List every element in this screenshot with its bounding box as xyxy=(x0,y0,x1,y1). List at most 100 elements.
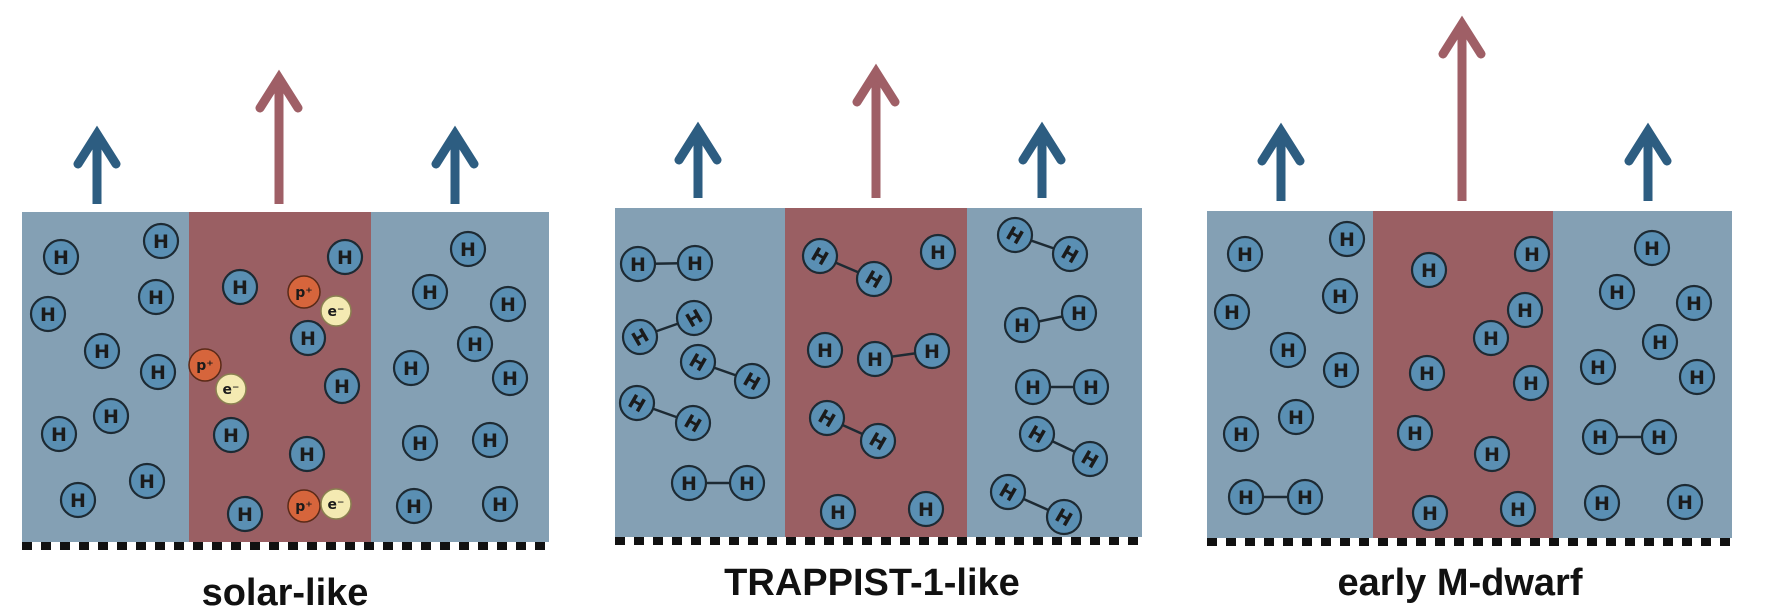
hydrogen-atom: H xyxy=(1410,251,1448,289)
svg-text:H: H xyxy=(1224,302,1240,324)
svg-text:H: H xyxy=(1483,328,1499,350)
svg-text:H: H xyxy=(70,490,86,512)
hydrogen-atom: H xyxy=(471,421,509,459)
proton: p⁺ xyxy=(188,348,222,382)
svg-text:H: H xyxy=(334,376,350,398)
ionized-escape-arrow xyxy=(852,63,900,198)
svg-text:H: H xyxy=(94,341,110,363)
ionized-escape-arrow xyxy=(1438,15,1486,201)
svg-text:H: H xyxy=(1510,499,1526,521)
hydrogen-atom: H xyxy=(907,490,945,528)
hydrogen-atom: H xyxy=(675,299,713,337)
svg-text:H: H xyxy=(1280,340,1296,362)
svg-text:H: H xyxy=(1689,367,1705,389)
svg-text:H: H xyxy=(1594,493,1610,515)
hydrogen-atom: H xyxy=(323,367,361,405)
panel-label-solar-like: solar-like xyxy=(201,572,369,614)
svg-text:H: H xyxy=(40,304,56,326)
svg-text:H: H xyxy=(1297,487,1313,509)
svg-text:H: H xyxy=(1407,423,1423,445)
hydrogen-molecule: HH xyxy=(808,399,897,460)
hydrogen-atom: H xyxy=(1598,273,1636,311)
hydrogen-atom: H xyxy=(1060,294,1098,332)
svg-text:H: H xyxy=(930,242,946,264)
hydrogen-molecule: HH xyxy=(621,299,713,356)
electron: e⁻ xyxy=(215,373,247,405)
hydrogen-atom: H xyxy=(989,473,1027,511)
svg-text:H: H xyxy=(337,247,353,269)
hydrogen-atom: H xyxy=(392,349,430,387)
svg-text:H: H xyxy=(403,358,419,380)
hydrogen-atom: H xyxy=(1581,418,1619,456)
hydrogen-molecule: HH xyxy=(618,384,712,442)
hydrogen-atom: H xyxy=(481,485,519,523)
hydrogen-atom: H xyxy=(733,362,771,400)
hydrogen-molecule: HH xyxy=(1003,294,1098,344)
svg-text:H: H xyxy=(1609,282,1625,304)
hydrogen-atom: H xyxy=(996,216,1034,254)
hydrogen-atom: H xyxy=(676,244,714,282)
hydrogen-atom: H xyxy=(913,332,951,370)
svg-text:H: H xyxy=(148,287,164,309)
svg-text:H: H xyxy=(300,328,316,350)
neutral-escape-arrow xyxy=(431,125,479,204)
hydrogen-atom: H xyxy=(59,481,97,519)
hydrogen-atom: H xyxy=(221,268,259,306)
hydrogen-atom: H xyxy=(128,462,166,500)
electron: e⁻ xyxy=(320,295,352,327)
hydrogen-atom: H xyxy=(1513,235,1551,273)
hydrogen-atom: H xyxy=(621,318,659,356)
hydrogen-atom: H xyxy=(1633,229,1671,267)
electron: e⁻ xyxy=(320,488,352,520)
svg-text:H: H xyxy=(460,239,476,261)
hydrogen-atom: H xyxy=(289,319,327,357)
svg-text:H: H xyxy=(223,425,239,447)
hydrogen-atom: H xyxy=(326,238,364,276)
svg-text:H: H xyxy=(1651,427,1667,449)
svg-text:H: H xyxy=(139,471,155,493)
svg-text:H: H xyxy=(918,499,934,521)
svg-text:H: H xyxy=(739,473,755,495)
hydrogen-atom: H xyxy=(288,435,326,473)
svg-text:H: H xyxy=(630,254,646,276)
hydrogen-atom: H xyxy=(1321,277,1359,315)
hydrogen-atom: H xyxy=(1472,319,1510,357)
ionized-escape-arrow xyxy=(255,69,303,204)
hydrogen-atom: H xyxy=(212,416,250,454)
svg-text:H: H xyxy=(1422,503,1438,525)
hydrogen-atom: H xyxy=(40,415,78,453)
hydrogen-atom: H xyxy=(859,422,897,460)
svg-text:H: H xyxy=(412,433,428,455)
svg-text:H: H xyxy=(1421,260,1437,282)
hydrogen-atom: H xyxy=(801,237,839,275)
hydrogen-atom: H xyxy=(1222,415,1260,453)
svg-text:H: H xyxy=(1419,363,1435,385)
hydrogen-atom: H xyxy=(855,260,893,298)
hydrogen-atom: H xyxy=(29,295,67,333)
neutral-escape-arrow xyxy=(1257,122,1305,201)
svg-text:e⁻: e⁻ xyxy=(328,497,345,513)
hydrogen-atom: H xyxy=(1640,418,1678,456)
hydrogen-atom: H xyxy=(449,230,487,268)
hydrogen-atom: H xyxy=(1226,235,1264,273)
panel-label-trappist-1-like: TRAPPIST-1-like xyxy=(724,562,1020,604)
hydrogen-atom: H xyxy=(806,331,844,369)
hydrogen-molecule: HH xyxy=(679,343,771,400)
hydrogen-atom: H xyxy=(1675,284,1713,322)
svg-text:H: H xyxy=(232,277,248,299)
svg-text:H: H xyxy=(103,406,119,428)
hydrogen-atom: H xyxy=(42,238,80,276)
hydrogen-molecule: HH xyxy=(801,237,893,298)
svg-text:H: H xyxy=(681,473,697,495)
svg-text:H: H xyxy=(1484,444,1500,466)
svg-text:H: H xyxy=(1238,487,1254,509)
svg-text:H: H xyxy=(53,247,69,269)
svg-text:H: H xyxy=(467,334,483,356)
